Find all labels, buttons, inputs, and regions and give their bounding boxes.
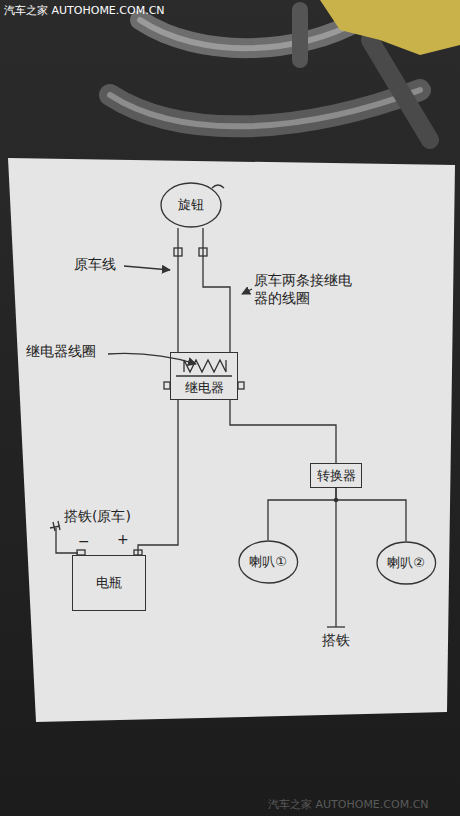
node-text: 电瓶 (96, 575, 122, 591)
node-text: 喇叭② (387, 555, 425, 571)
converter-box: 转换器 (310, 463, 362, 488)
node-text: 喇叭① (249, 554, 287, 570)
node-text: 转换器 (317, 468, 356, 484)
watermark: 汽车之家 AUTOHOME.COM.CN (4, 4, 165, 18)
relay-divider (176, 375, 232, 376)
wire (177, 228, 178, 352)
wire (230, 400, 336, 463)
yellow-cloth (320, 0, 460, 55)
paper-sheet (8, 158, 455, 722)
knob-circle: 旋钮 (160, 182, 222, 228)
callout-label: 原车两条接继电器的线圈 (254, 272, 354, 307)
watermark: 汽车之家 AUTOHOME.COM.CN (268, 798, 429, 812)
battery-box: 电瓶 (72, 555, 146, 611)
ellipse-outline (161, 183, 221, 227)
node-text: 继电器 (185, 380, 224, 396)
schematic-wiring (50, 185, 345, 627)
terminal-sign: + (117, 531, 129, 549)
knob-squiggle (212, 185, 224, 188)
ellipse-outline (377, 542, 436, 584)
ellipse-outline (239, 541, 298, 583)
ground-symbol (327, 626, 345, 627)
leader-arrow (108, 353, 196, 364)
leader-arrow (124, 266, 170, 270)
node-text: 旋钮 (178, 197, 204, 213)
ground-label: 搭铁(原车) (64, 508, 131, 526)
terminal (238, 382, 244, 389)
relay-box: 继电器 (170, 352, 238, 400)
callout-label: 继电器线圈 (26, 343, 96, 361)
wire (268, 488, 336, 540)
ground-wire (56, 528, 78, 553)
horn-circle: 喇叭② (376, 541, 437, 585)
leader-arrow (242, 289, 252, 294)
ground-wire (335, 500, 336, 627)
wire-label: 原车线 (74, 256, 116, 274)
ground-symbol (50, 521, 60, 531)
horn-circle: 喇叭① (238, 540, 299, 584)
terminal-sign: − (78, 533, 90, 551)
wire (336, 488, 406, 541)
ground-label: 搭铁 (322, 632, 350, 650)
wire (203, 228, 230, 352)
wire (138, 400, 178, 555)
